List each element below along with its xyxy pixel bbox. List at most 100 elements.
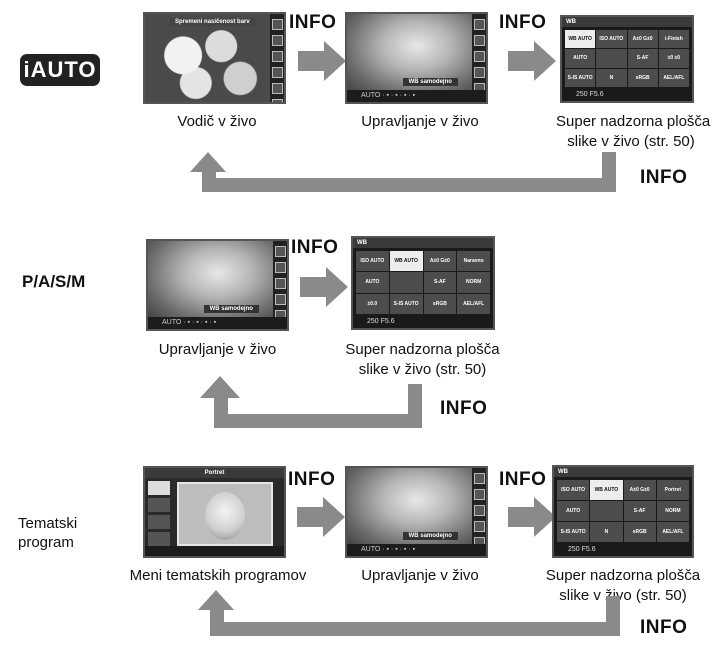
caption-super-panel: Super nadzorna plošča slike v živo (str.…	[556, 112, 711, 152]
sp-cell: NORM	[457, 272, 490, 293]
sp-cell: i-Finish	[658, 30, 689, 49]
live-control-sidebar	[273, 241, 287, 329]
sp-cell: AUTO	[565, 49, 596, 68]
sp-cell: S-AF	[423, 272, 457, 293]
sp-cell: sRGB	[623, 522, 656, 542]
caption-live-control: Upravljanje v živo	[361, 113, 479, 130]
caption-super-panel-3: Super nadzorna plošča slike v živo (str.…	[543, 566, 703, 606]
wb-overlay: WB samodejno	[203, 305, 259, 313]
guide-sidebar	[270, 14, 284, 102]
live-control-bottom-bar: AUTO · ▪ · ▪ · ▪ · ▪	[347, 544, 486, 556]
sp-cell: AEL/AFL	[656, 522, 689, 542]
sp-cell: WB AUTO	[565, 30, 596, 49]
super-panel-footer: 250 F5.6	[576, 91, 604, 98]
loop-arrow-icon	[190, 152, 616, 192]
sp-cell: ISO AUTO	[596, 30, 627, 49]
sp-cell: N	[596, 68, 627, 87]
info-label-r2b: INFO	[440, 398, 488, 419]
info-label-r1c: INFO	[640, 167, 688, 188]
super-control-panel-r1: WB WB AUTO ISO AUTO A±0 G±0 i-Finish AUT…	[560, 15, 694, 103]
sp-cell: A±0 G±0	[627, 30, 658, 49]
sp-cell: AUTO	[557, 501, 590, 521]
scene-menu-title: Portret	[145, 468, 284, 478]
live-control-screen-2: WB samodejno AUTO · ▪ · ▪ · ▪ · ▪	[146, 239, 289, 331]
sp-cell: WB AUTO	[389, 251, 423, 272]
super-control-panel-r3: WB ISO AUTO WB AUTO A±0 G±0 Portret AUTO…	[552, 465, 694, 558]
sp-cell: Portret	[656, 480, 689, 500]
sp-cell: ISO AUTO	[356, 251, 389, 272]
live-control-screen-3: WB samodejno AUTO · ▪ · ▪ · ▪ · ▪	[345, 466, 488, 558]
arrow-right-icon	[508, 497, 556, 537]
caption-line1: Super nadzorna plošča	[545, 567, 701, 584]
sp-cell	[590, 501, 623, 521]
live-control-screen: WB samodejno AUTO · ▪ · ▪ · ▪ · ▪	[345, 12, 488, 104]
sp-cell: sRGB	[423, 293, 457, 314]
super-panel-grid: ISO AUTO WB AUTO A±0 G±0 Naravno AUTO S-…	[356, 251, 490, 314]
super-panel-footer: 250 F5.6	[367, 318, 395, 325]
super-control-panel-r2: WB ISO AUTO WB AUTO A±0 G±0 Naravno AUTO…	[351, 236, 495, 330]
sp-cell: A±0 G±0	[623, 480, 656, 500]
scene-mode-line2: program	[18, 534, 74, 551]
sp-cell: S-AF	[627, 49, 658, 68]
sp-cell: AUTO	[356, 272, 389, 293]
sp-cell: WB AUTO	[590, 480, 623, 500]
arrow-right-icon	[297, 497, 345, 537]
wb-overlay: WB samodejno	[402, 78, 458, 86]
info-label-r1b: INFO	[499, 12, 547, 33]
caption-line1: Super nadzorna plošča	[345, 341, 500, 358]
scene-mode-line1: Tematski	[18, 515, 78, 532]
caption-line2: slike v živo (str. 50)	[559, 587, 687, 604]
wb-overlay: WB samodejno	[402, 532, 458, 540]
live-control-bottom-bar: AUTO · ▪ · ▪ · ▪ · ▪	[148, 317, 287, 329]
sp-cell: A±0 G±0	[423, 251, 457, 272]
scene-mode-label: Tematski program	[18, 514, 77, 552]
scene-menu-screen: Portret	[143, 466, 286, 558]
sp-cell: NORM	[656, 501, 689, 521]
portrait-preview	[177, 482, 273, 546]
sp-cell: ISO AUTO	[557, 480, 590, 500]
sp-cell: Naravno	[457, 251, 490, 272]
sp-cell: AEL/AFL	[457, 293, 490, 314]
info-label-r3a: INFO	[288, 469, 336, 490]
sp-cell	[389, 272, 423, 293]
arrow-right-icon	[298, 41, 346, 81]
super-panel-grid: WB AUTO ISO AUTO A±0 G±0 i-Finish AUTO S…	[565, 30, 689, 87]
caption-line1: Super nadzorna plošča	[556, 113, 711, 130]
info-label-r1a: INFO	[289, 12, 337, 33]
iauto-mode-badge: iAUTO	[20, 54, 100, 86]
super-panel-header: WB	[353, 238, 493, 248]
live-control-sidebar	[472, 14, 486, 102]
arrow-right-icon	[508, 41, 556, 81]
info-label-r3c: INFO	[640, 617, 688, 638]
caption-live-guide: Vodič v živo	[177, 113, 257, 130]
caption-line2: slike v živo (str. 50)	[358, 361, 487, 378]
super-panel-grid: ISO AUTO WB AUTO A±0 G±0 Portret AUTO S-…	[557, 480, 689, 542]
live-guide-screen: Spremeni nasičenost barv	[143, 12, 286, 104]
live-control-sidebar	[472, 468, 486, 556]
scene-menu-bottom-bar	[145, 546, 284, 556]
caption-live-control-3: Upravljanje v živo	[361, 567, 479, 584]
pasm-mode-label: P/A/S/M	[22, 272, 86, 291]
live-control-bottom-bar: AUTO · ▪ · ▪ · ▪ · ▪	[347, 90, 486, 102]
scene-menu-list	[148, 481, 170, 547]
loop-arrow-icon	[198, 590, 620, 636]
caption-live-control-2: Upravljanje v živo	[158, 341, 277, 358]
info-label-r3b: INFO	[499, 469, 547, 490]
super-panel-header: WB	[554, 467, 692, 477]
sp-cell: AEL/AFL	[658, 68, 689, 87]
arrow-right-icon	[300, 267, 348, 307]
sp-cell: sRGB	[627, 68, 658, 87]
sp-cell: N	[590, 522, 623, 542]
sp-cell	[596, 49, 627, 68]
sp-cell: S-IS AUTO	[565, 68, 596, 87]
info-label-r2a: INFO	[291, 237, 339, 258]
caption-line2: slike v živo (str. 50)	[567, 133, 695, 150]
sp-cell: S-AF	[623, 501, 656, 521]
super-panel-footer: 250 F5.6	[568, 546, 596, 553]
sp-cell: S-IS AUTO	[557, 522, 590, 542]
caption-scene-menu: Meni tematskih programov	[129, 567, 307, 584]
sp-cell: S-IS AUTO	[389, 293, 423, 314]
super-panel-header: WB	[562, 17, 692, 27]
flower-photo	[145, 14, 272, 102]
sp-cell: ±0.0	[356, 293, 389, 314]
